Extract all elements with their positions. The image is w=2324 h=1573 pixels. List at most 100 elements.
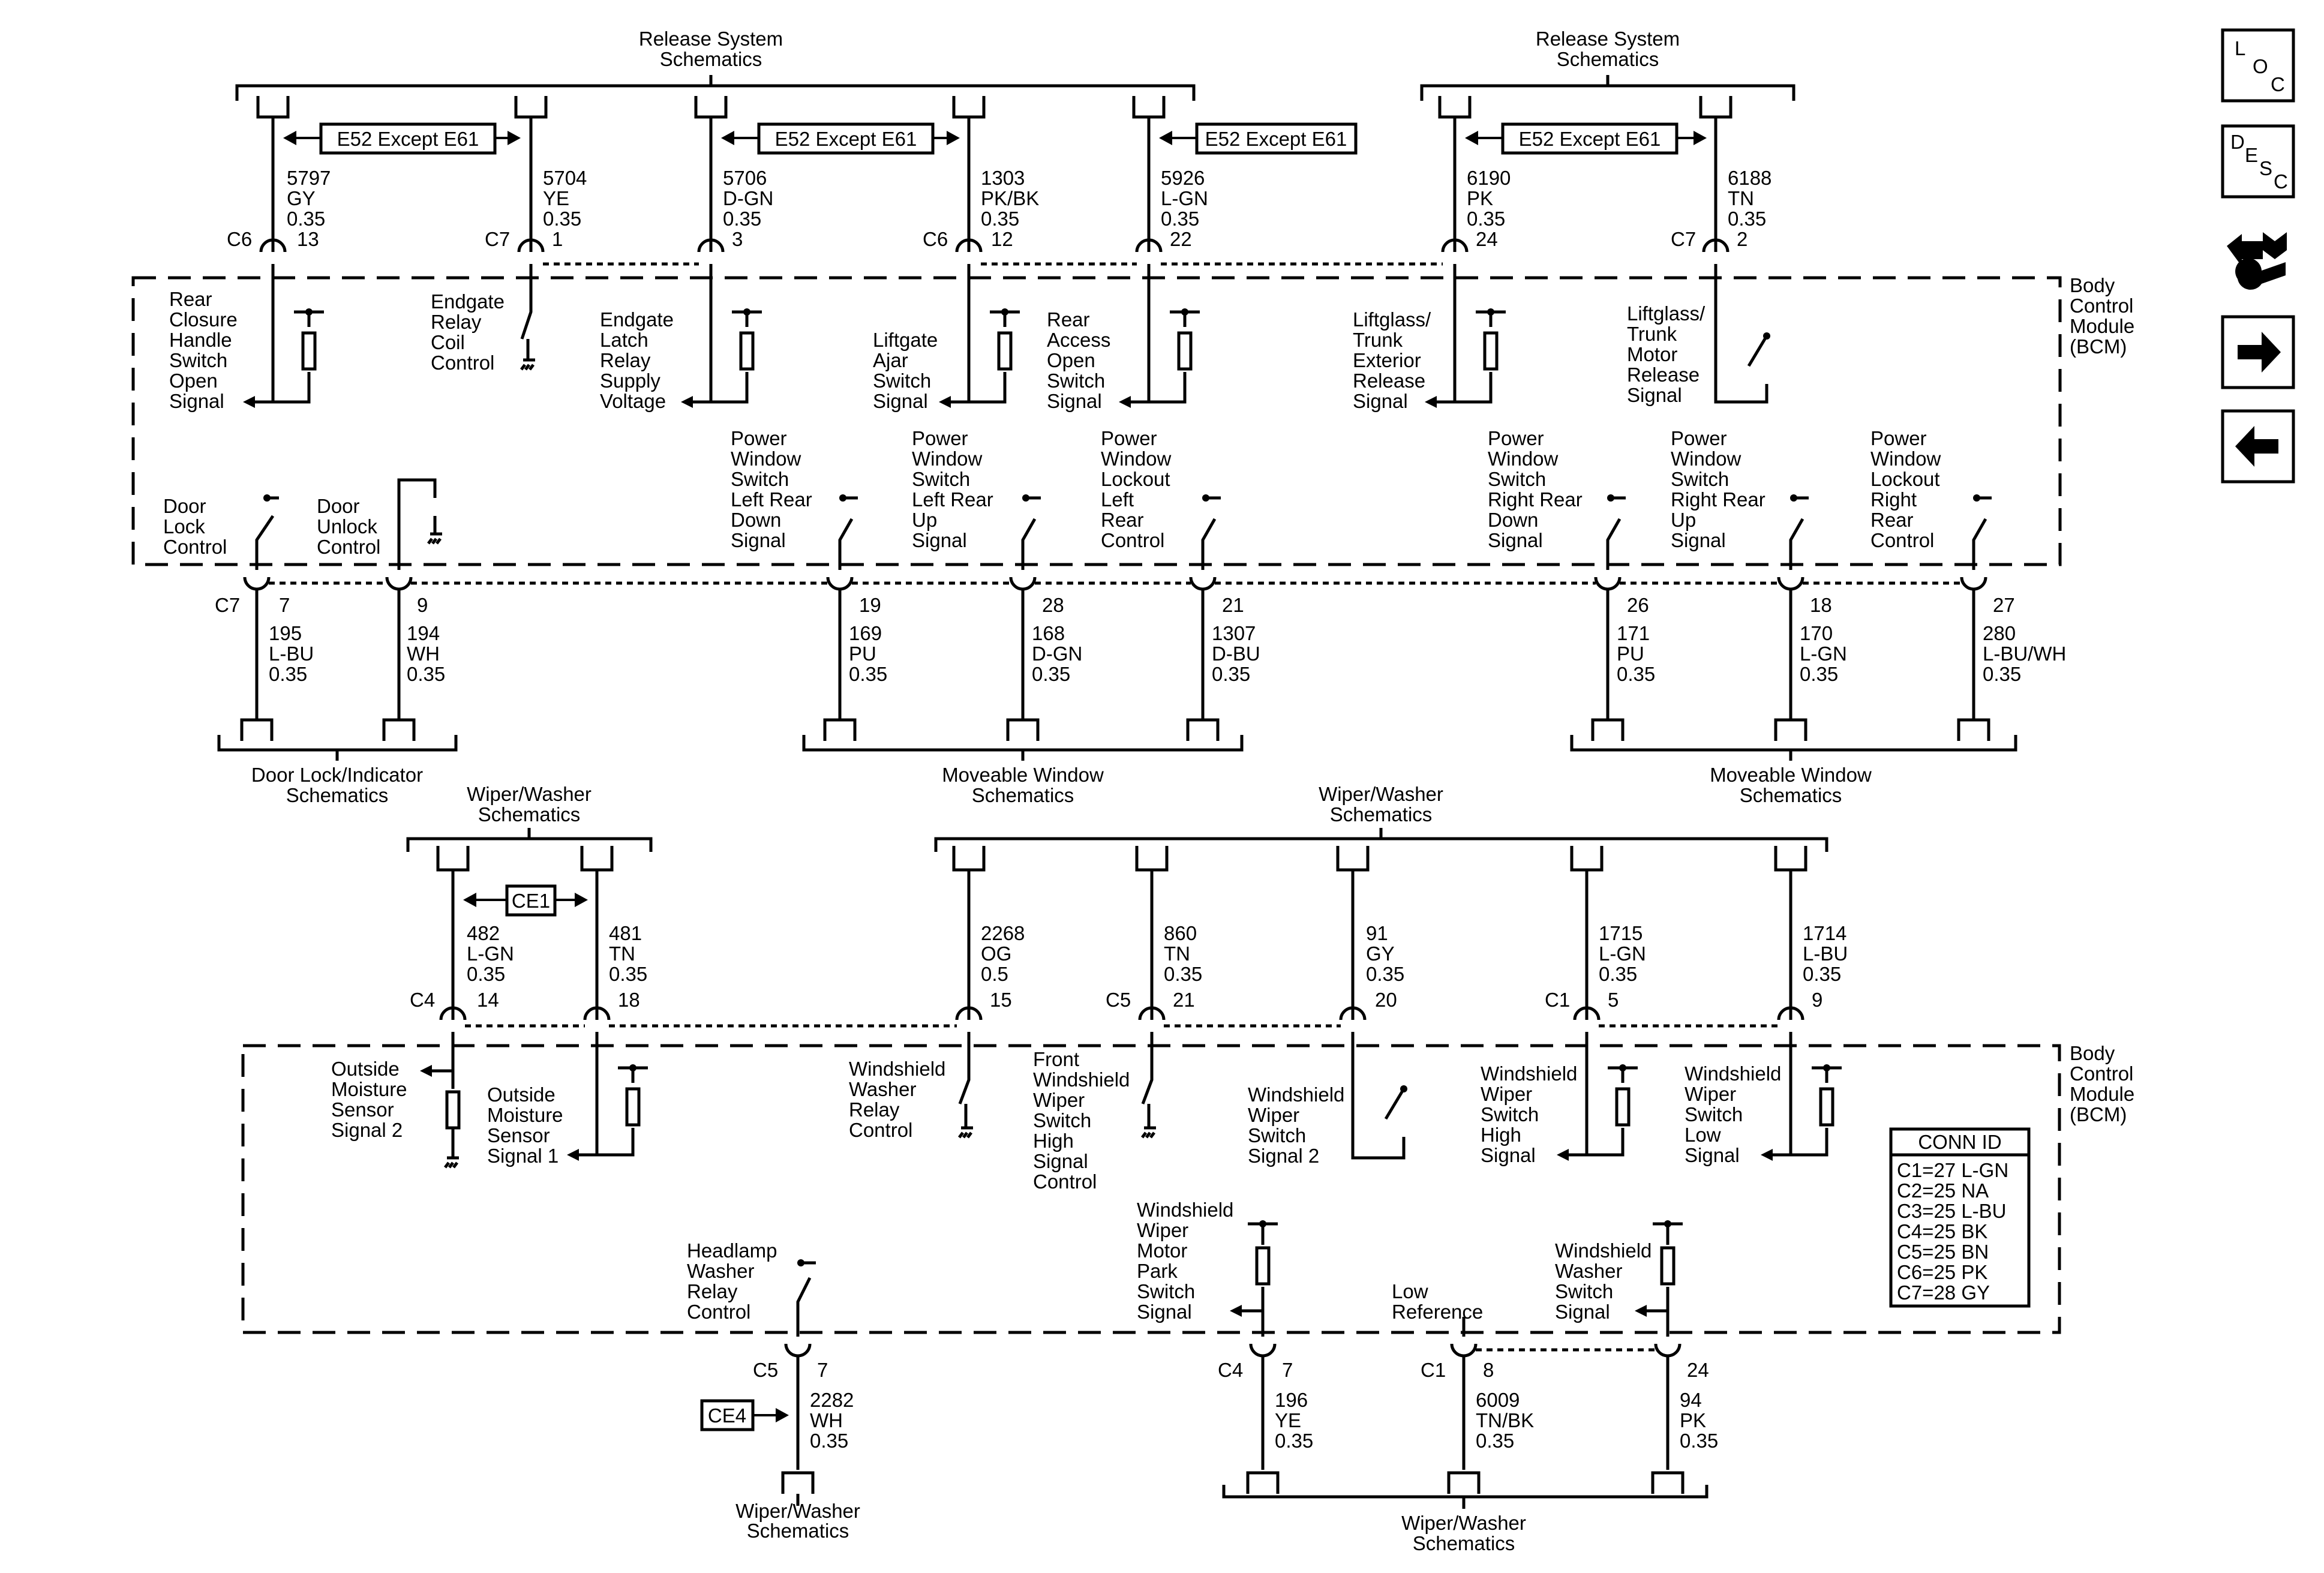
svg-text:Wiper/Washer: Wiper/Washer [1401,1512,1526,1534]
svg-text:0.35: 0.35 [287,208,325,230]
moveable-window-ref-right[interactable]: Moveable Window Schematics [1570,735,2017,806]
svg-text:0.35: 0.35 [1599,963,1637,985]
svg-text:Relay: Relay [687,1280,738,1302]
svg-text:Release: Release [1353,370,1425,392]
svg-text:7: 7 [279,594,290,616]
svg-text:C7: C7 [485,228,510,250]
desc-icon[interactable]: D E S C [2221,124,2295,199]
wiper-washer-ref-top-left[interactable]: Wiper/Washer Schematics [406,783,653,852]
svg-text:Wiper: Wiper [1137,1219,1188,1241]
svg-text:Latch: Latch [600,329,648,351]
wiper-washer-ref-top-right[interactable]: Wiper/Washer Schematics [934,783,1828,852]
svg-text:171: 171 [1617,622,1650,644]
wiper-washer-ref-bottom-right[interactable]: Wiper/Washer Schematics [1222,1485,1709,1554]
option-ce1: CE1 [463,884,588,917]
svg-text:Signal 2: Signal 2 [331,1119,403,1141]
release-system-ref-right[interactable]: Release System Schematics [1420,28,1795,101]
svg-text:0.35: 0.35 [1800,663,1838,685]
door-lock-ref[interactable]: Door Lock/Indicator Schematics [217,735,458,806]
svg-text:C1: C1 [1421,1359,1446,1381]
svg-text:C3=25 L-BU: C3=25 L-BU [1897,1200,2007,1222]
svg-text:2: 2 [1737,228,1747,250]
svg-text:L-BU: L-BU [1803,942,1848,965]
svg-text:L-GN: L-GN [1599,942,1646,965]
svg-text:Down: Down [731,509,781,531]
svg-text:Right Rear: Right Rear [1671,488,1765,511]
svg-text:Door: Door [317,495,360,517]
svg-text:Schematics: Schematics [1557,48,1659,70]
svg-text:E52 Except E61: E52 Except E61 [775,128,917,150]
svg-text:Moisture: Moisture [331,1078,407,1100]
svg-text:Power: Power [1671,427,1727,449]
svg-text:0.35: 0.35 [1803,963,1841,985]
svg-text:0.35: 0.35 [269,663,307,685]
svg-text:Lockout: Lockout [1101,468,1170,490]
connector-icon[interactable] [2227,232,2287,290]
svg-text:28: 28 [1042,594,1064,616]
svg-text:Signal: Signal [873,390,928,412]
mid-internal-labels: Door Lock Control Door Unlock Control Po… [163,427,1941,558]
svg-text:Control: Control [2070,295,2133,317]
svg-text:Release: Release [1627,364,1700,386]
svg-text:Window: Window [1488,448,1559,470]
svg-text:Wiper: Wiper [1481,1083,1532,1105]
svg-text:High: High [1033,1130,1074,1152]
svg-text:20: 20 [1375,989,1397,1011]
moveable-window-ref-left[interactable]: Moveable Window Schematics [802,735,1244,806]
top-harness-connectors [256,96,1733,119]
svg-text:94: 94 [1680,1389,1702,1411]
svg-text:C5: C5 [753,1359,778,1381]
svg-text:L-GN: L-GN [1800,643,1847,665]
forward-arrow-icon[interactable] [2221,315,2295,389]
wiper-washer-ref-bottom-left[interactable]: Wiper/Washer Schematics [735,1494,860,1542]
svg-text:Window: Window [912,448,983,470]
svg-text:C1: C1 [1545,989,1570,1011]
svg-text:Liftgate: Liftgate [873,329,938,351]
svg-text:Moveable Window: Moveable Window [1710,764,1872,786]
svg-text:C4: C4 [410,989,435,1011]
svg-text:0.35: 0.35 [467,963,505,985]
svg-text:Door Lock/Indicator: Door Lock/Indicator [251,764,423,786]
svg-text:Switch: Switch [1488,468,1546,490]
loc-icon[interactable]: L O C [2221,28,2295,103]
svg-text:Schematics: Schematics [1330,803,1433,825]
svg-text:Endgate: Endgate [431,290,505,313]
svg-text:Switch: Switch [1248,1124,1306,1146]
svg-text:Control: Control [317,536,380,558]
svg-text:Rear: Rear [1101,509,1144,531]
svg-text:Wiper: Wiper [1248,1104,1299,1126]
svg-text:Switch: Switch [1671,468,1729,490]
svg-text:Power: Power [912,427,968,449]
option-e52-1: E52 Except E61 [283,122,521,155]
svg-text:Signal: Signal [169,390,224,412]
svg-text:Release System: Release System [1536,28,1680,50]
svg-text:Rear: Rear [1870,509,1914,531]
svg-text:0.35: 0.35 [810,1430,848,1452]
svg-text:Windshield: Windshield [1555,1239,1652,1262]
svg-text:C6=25 PK: C6=25 PK [1897,1261,1987,1283]
svg-text:Coil: Coil [431,331,465,353]
svg-text:Switch: Switch [1481,1103,1539,1125]
svg-text:21: 21 [1173,989,1195,1011]
svg-text:Switch: Switch [1137,1280,1195,1302]
svg-text:5704: 5704 [543,167,587,189]
svg-text:GY: GY [287,187,316,209]
svg-text:Signal: Signal [1047,390,1102,412]
svg-text:1: 1 [552,228,563,250]
svg-text:Low: Low [1685,1124,1721,1146]
option-ce4: CE4 [700,1399,789,1431]
svg-text:Lock: Lock [163,515,205,538]
svg-text:Control: Control [2070,1062,2133,1085]
conn-id-table: CONN ID C1=27 L-GN C2=25 NA C3=25 L-BU C… [1889,1127,2031,1308]
svg-text:PU: PU [1617,643,1644,665]
svg-text:Relay: Relay [431,311,482,333]
svg-text:13: 13 [297,228,319,250]
svg-text:5: 5 [1608,989,1619,1011]
svg-text:Signal: Signal [1488,529,1543,551]
release-system-ref-left[interactable]: Release System Schematics [235,28,1196,101]
svg-text:Reference: Reference [1392,1301,1483,1323]
back-arrow-icon[interactable] [2221,409,2295,484]
svg-text:24: 24 [1476,228,1498,250]
mid-wire-labels: C7 7 195 L-BU 0.35 9 194 WH 0.35 19 169 … [215,594,2066,685]
